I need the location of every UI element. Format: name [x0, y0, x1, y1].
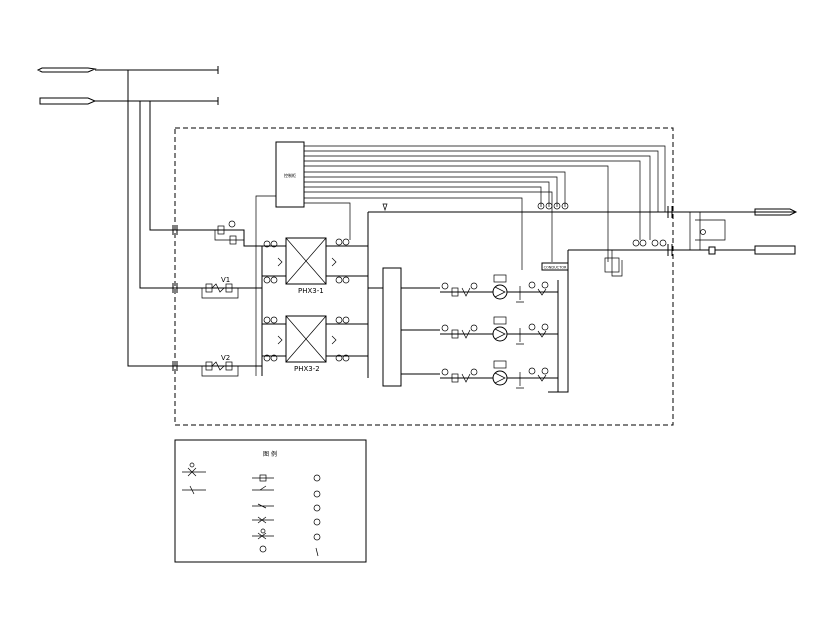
skid-boundary: [174, 127, 674, 426]
main-line-instruments: [382, 202, 667, 247]
valve-v1-label: V1: [221, 276, 230, 284]
valve-v2-label: V2: [221, 354, 230, 362]
hx2-label: PHX3-2: [294, 365, 320, 373]
pump-row-2: [440, 316, 558, 345]
heat-exchanger-2: [262, 315, 368, 363]
main-headers: [367, 206, 798, 393]
top-header-lines: [36, 66, 219, 367]
svg-text:控制柜: 控制柜: [284, 172, 296, 178]
control-cabinet: 控制柜: [275, 141, 305, 208]
primary-branches: [170, 220, 262, 377]
legend-title: 图 例: [263, 450, 277, 458]
pump-row-1: [440, 274, 558, 303]
hx1-label: PHX3-1: [298, 287, 324, 295]
legend-box: [174, 439, 367, 563]
signal-lines: [255, 145, 666, 376]
heat-exchanger-1: [261, 237, 368, 376]
conductor-tag: [541, 262, 569, 271]
collector: [368, 267, 440, 387]
pump-row-3: [440, 360, 558, 389]
conductor-label: CONDUCTOR: [544, 266, 567, 270]
legend-symbols: [182, 462, 321, 557]
